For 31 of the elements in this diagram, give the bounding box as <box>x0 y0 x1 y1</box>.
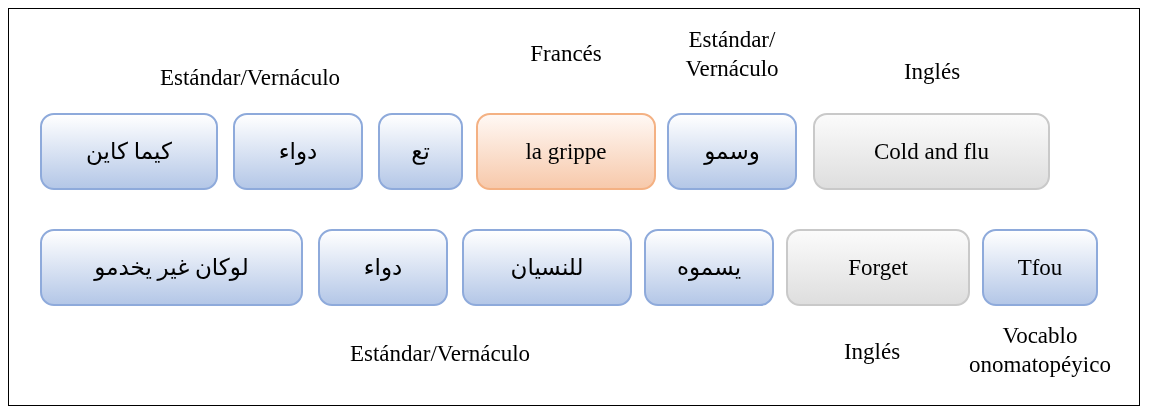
rounded-box <box>40 229 303 306</box>
rounded-box <box>813 113 1050 190</box>
word-text: دواء <box>278 138 318 165</box>
rounded-box <box>667 113 797 190</box>
word-text: Cold and flu <box>874 138 989 165</box>
language-label: Inglés <box>842 338 902 366</box>
rounded-box <box>40 113 218 190</box>
word-text: وسمو <box>704 138 760 165</box>
word-text: للنسيان <box>510 254 584 281</box>
rounded-box <box>318 229 448 306</box>
rounded-box <box>786 229 970 306</box>
word-text: la grippe <box>525 138 607 165</box>
language-label: Inglés <box>902 58 962 86</box>
word-text: تع <box>411 138 430 165</box>
language-label: Francés <box>529 40 603 68</box>
rounded-box <box>378 113 463 190</box>
group-label: Estándar/Vernáculo <box>348 340 532 368</box>
word-text: دواء <box>363 254 403 281</box>
rounded-box <box>476 113 656 190</box>
word-text: كيما كاين <box>86 138 172 165</box>
word-text: لوكان غير يخدمو <box>94 254 249 281</box>
rounded-box <box>982 229 1098 306</box>
language-label: Vocablo onomatopéyico <box>968 322 1112 379</box>
word-text: يسموه <box>676 254 742 281</box>
word-text: Tfou <box>1017 254 1063 281</box>
group-label: Estándar/Vernáculo <box>158 64 342 92</box>
rounded-box <box>233 113 363 190</box>
language-label: Estándar/ Vernáculo <box>684 26 780 83</box>
rounded-box <box>462 229 632 306</box>
rounded-box <box>644 229 774 306</box>
word-text: Forget <box>848 254 908 281</box>
